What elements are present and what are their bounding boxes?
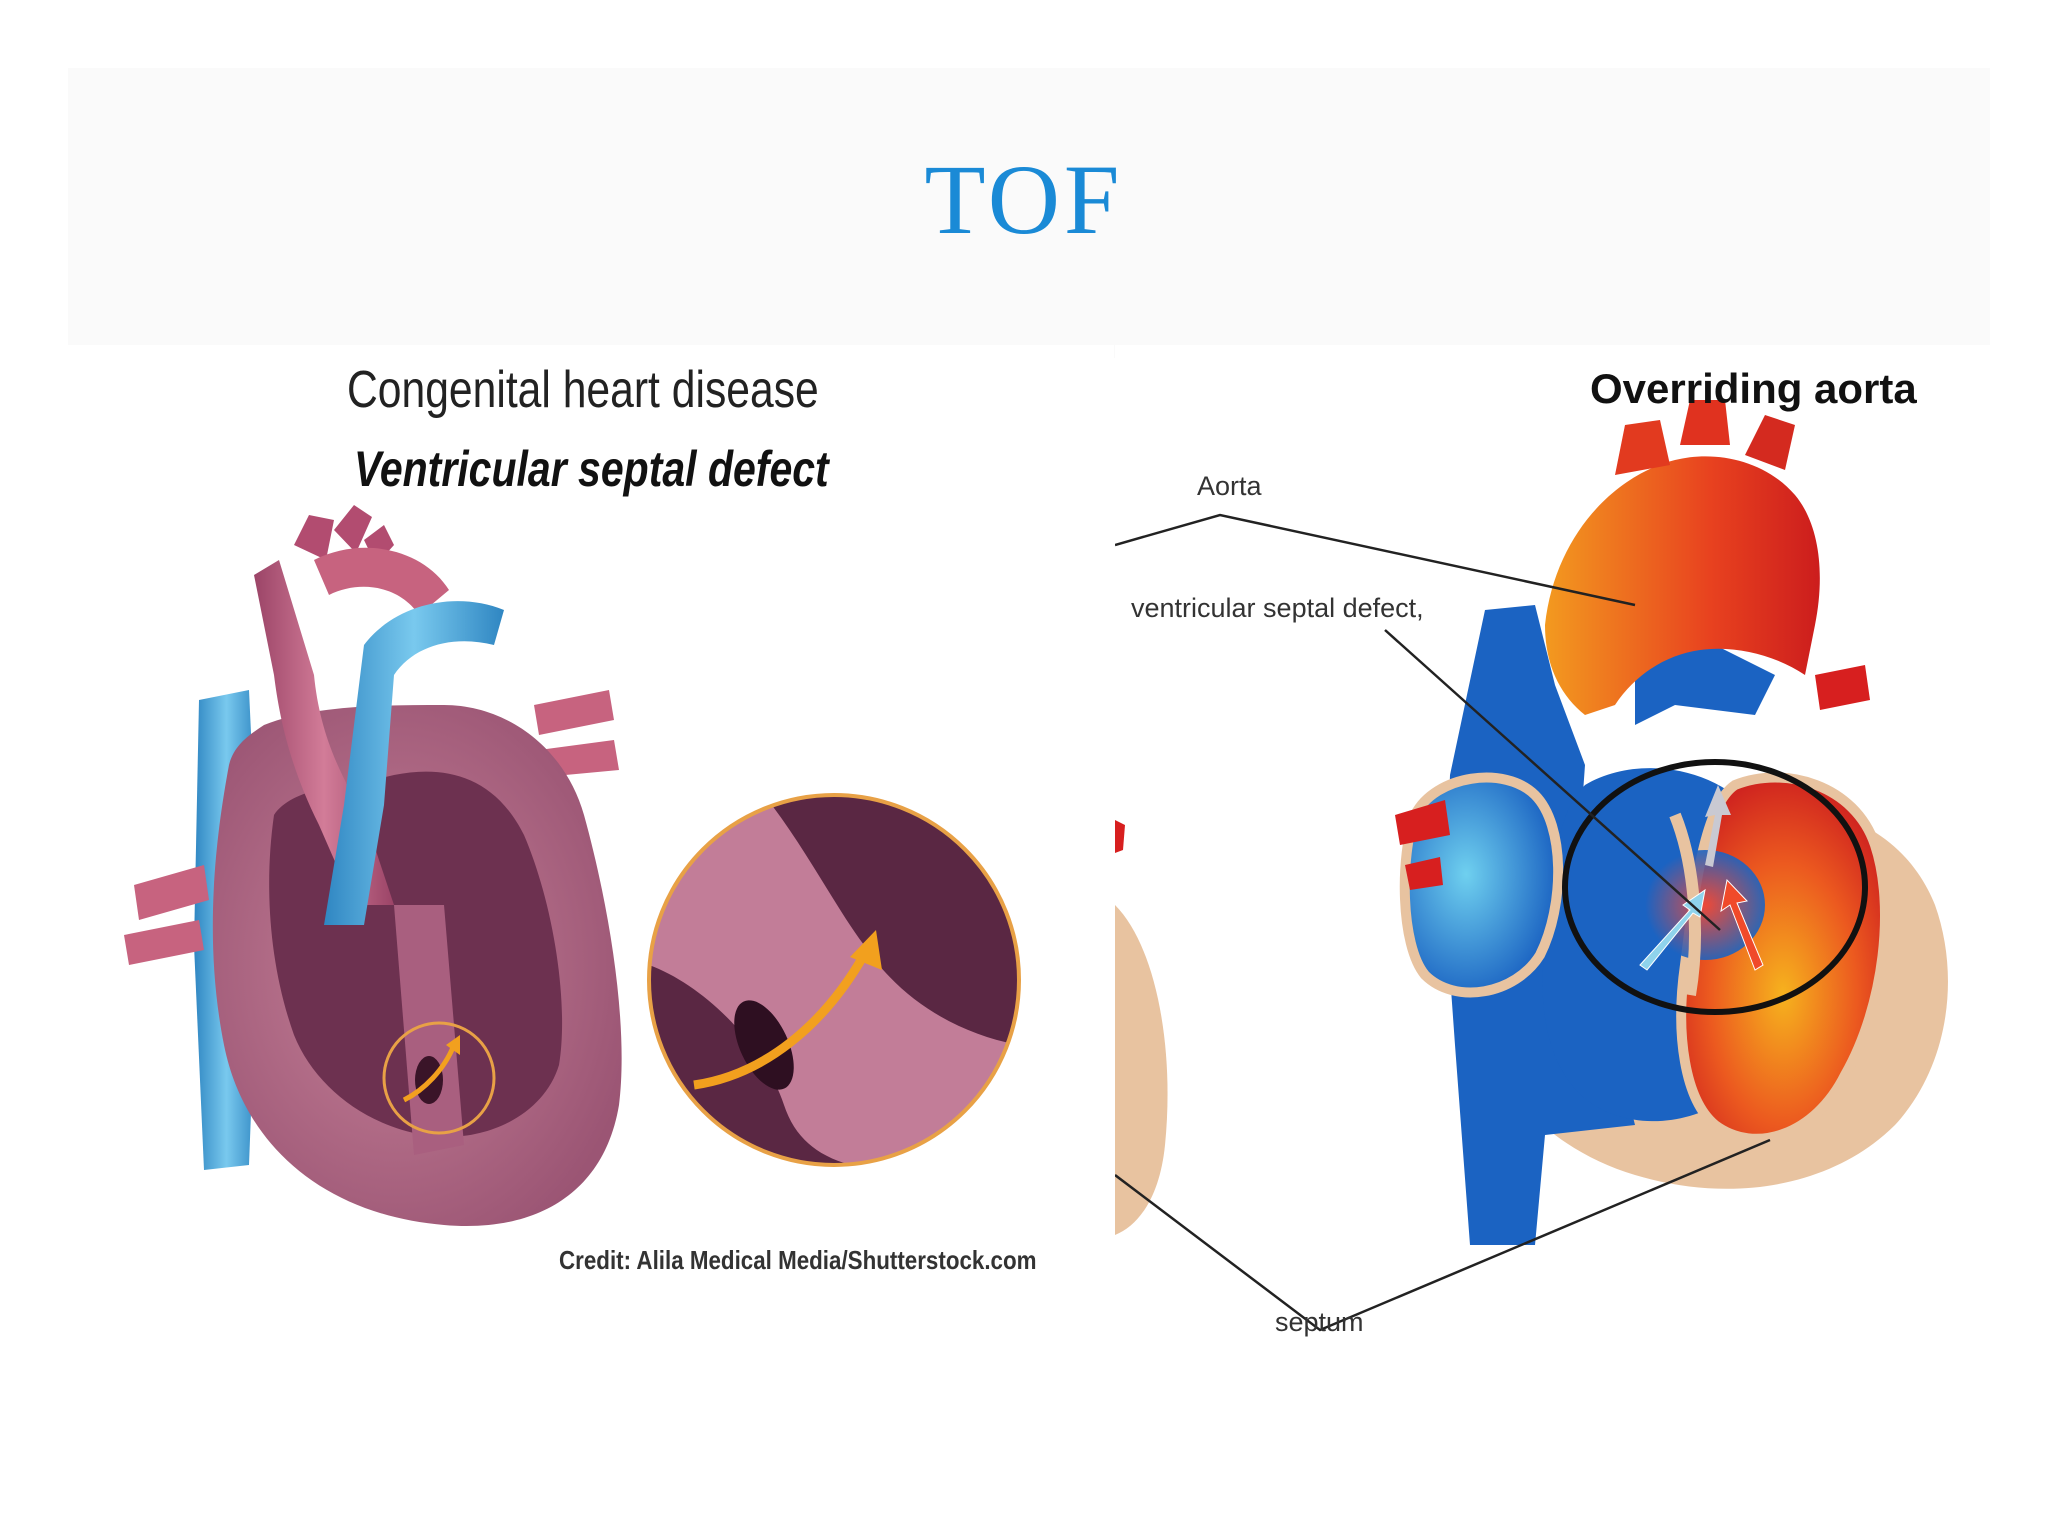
overriding-aorta-figure: Overriding aorta Aorta ventricular septa… [1115, 345, 2048, 1360]
aorta-top [314, 547, 449, 615]
vsd-highlight-circle [1562, 759, 1868, 1015]
shunt-arrowhead-small [446, 1035, 460, 1055]
aorta-branch-1 [1615, 420, 1670, 475]
pulmonary-vein-left-2 [124, 920, 204, 965]
shunt-arrow-small [402, 1044, 457, 1103]
blue-flow-arrow [1639, 888, 1706, 971]
aorta-branch-3 [1745, 415, 1795, 470]
vsd-heart-illustration [124, 505, 1021, 1227]
aorta-branch-4 [1815, 665, 1870, 710]
aorta-label: Aorta [1197, 471, 1262, 501]
septum-label: septum [1275, 1307, 1364, 1337]
pulmonary-artery [324, 601, 504, 925]
ventricular-septum [394, 905, 464, 1155]
pulmonary-vein-left [134, 865, 209, 920]
title-band [68, 68, 1990, 358]
pulmonary-vein-left [1395, 800, 1450, 845]
pulmonary-vein-left-2 [1405, 857, 1443, 890]
vsd-leader [1384, 629, 1721, 931]
adjacent-vessel [1115, 820, 1125, 853]
aorta [1545, 456, 1820, 715]
slide-title: TOF [924, 144, 1124, 255]
red-flow-arrow [1720, 878, 1764, 971]
vsd-figure: Congenital heart disease Ventricular sep… [64, 345, 1114, 1330]
vsd-figure-heading: Congenital heart disease [347, 361, 819, 419]
shunt-arrowhead-large [850, 930, 882, 970]
defect-ring [382, 1021, 496, 1135]
vsd-zoom-view [649, 795, 1019, 1165]
shunt-arrow-large [693, 952, 868, 1090]
gray-flow-arrow [1705, 785, 1731, 867]
aorta-leader [1115, 513, 1636, 607]
adjacent-heart-edge [1115, 905, 1168, 1235]
pulmonary-vein-right [534, 690, 614, 735]
septum-leader [1115, 1138, 1771, 1332]
overriding-aorta-heading: Overriding aorta [1590, 365, 1917, 412]
zoom-ring [647, 793, 1021, 1167]
pulmonary-artery-branch [1635, 645, 1775, 725]
aorta-branch-2 [1680, 400, 1730, 445]
image-credit: Credit: Alila Medical Media/Shutterstock… [559, 1245, 1037, 1275]
overriding-aorta-illustration [1115, 400, 1948, 1332]
leader-lines [1115, 513, 1771, 1332]
vsd-figure-subheading: Ventricular septal defect [354, 441, 829, 497]
vsd-label: ventricular septal defect, [1131, 593, 1424, 623]
